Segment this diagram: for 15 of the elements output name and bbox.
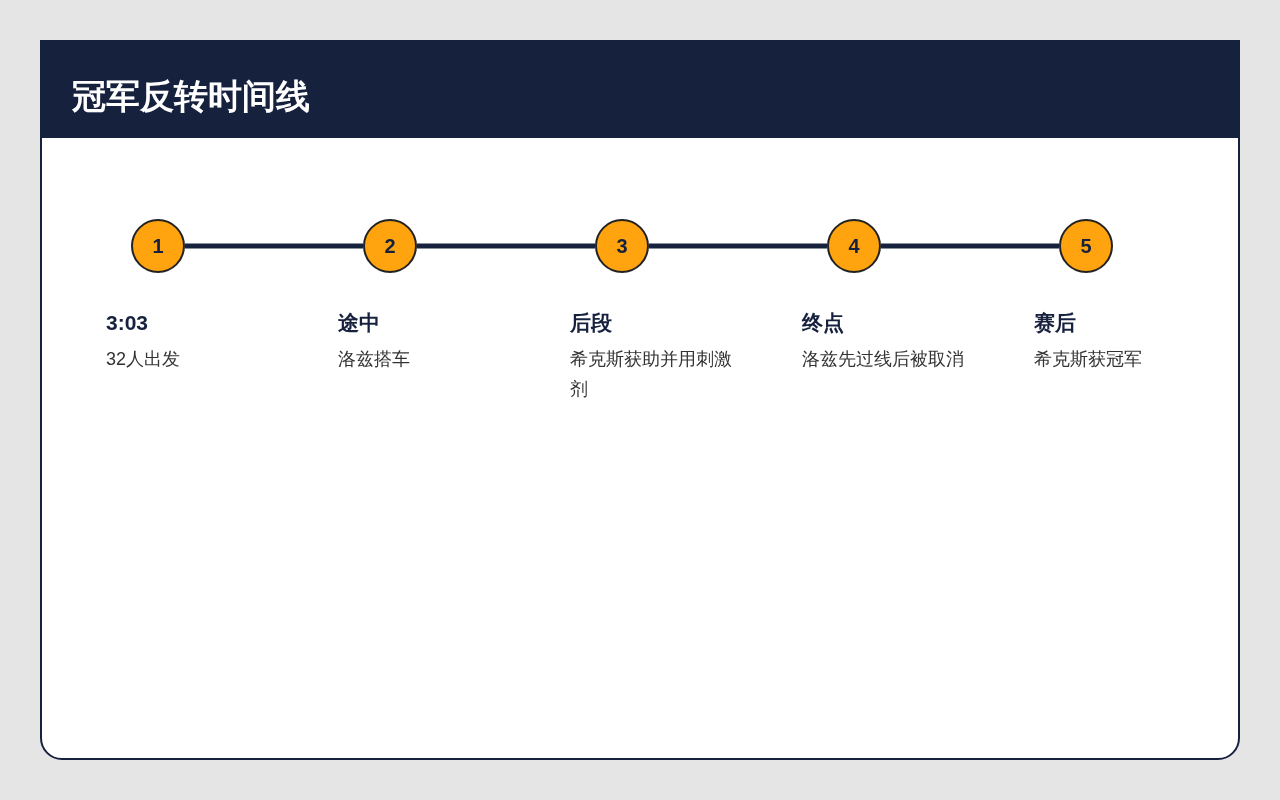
step-description: 希克斯获冠军 — [1034, 348, 1143, 371]
title: 冠军反转时间线 — [72, 76, 310, 116]
step-heading: 途中 — [338, 310, 381, 336]
connector-line — [185, 243, 363, 249]
step-heading: 赛后 — [1034, 310, 1077, 336]
connector-line — [417, 243, 595, 249]
step-description: 洛兹搭车 — [338, 348, 411, 371]
step-heading: 终点 — [802, 310, 845, 336]
step-description: 希克斯获助并用刺激剂 — [570, 348, 733, 401]
connector-line — [649, 243, 827, 249]
step-description: 32人出发 — [106, 348, 182, 371]
step-description: 洛兹先过线后被取消 — [802, 348, 965, 371]
step-heading: 3:03 — [106, 310, 150, 336]
step-heading: 后段 — [570, 310, 613, 336]
connector-line — [881, 243, 1059, 249]
